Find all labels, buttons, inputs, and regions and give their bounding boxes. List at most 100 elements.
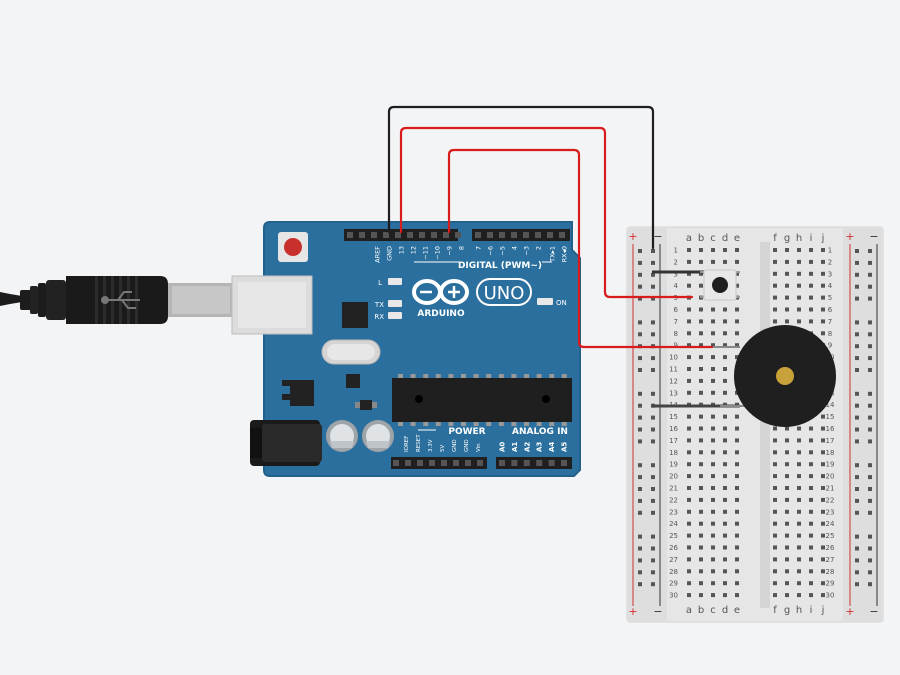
led-l [388,278,402,285]
breadboard-hole [687,331,691,336]
digital-pin-label: ~10 [434,246,442,260]
breadboard-hole [809,295,813,300]
breadboard-hole [809,259,813,264]
rail-hole [638,558,642,563]
breadboard-hole [809,509,813,514]
rail-hole [651,332,655,337]
breadboard-hole [809,581,813,586]
header-pin [547,232,553,238]
breadboard-hole [699,319,703,324]
breadboard-hole [687,378,691,383]
breadboard-hole [723,414,727,419]
model-label: UNO [484,283,525,304]
breadboard-column-label: a [686,605,692,616]
breadboard-row-label: 1 [674,247,678,255]
breadboard-hole [711,390,715,395]
rail-hole [868,332,872,337]
breadboard-hole [797,319,801,324]
rail-hole [855,510,859,515]
digital-pin-label: GND [386,246,394,261]
breadboard-hole [699,271,703,276]
breadboard-hole [821,271,825,276]
header-pin [407,232,413,238]
breadboard-column-label: c [710,233,716,244]
breadboard-hole [699,521,703,526]
breadboard-hole [785,319,789,324]
breadboard-hole [723,462,727,467]
digital-pin-label: 7 [475,246,483,250]
breadboard-hole [687,283,691,288]
breadboard-hole [735,557,739,562]
breadboard-hole [723,343,727,348]
breadboard-hole [773,581,777,586]
breadboard-hole [785,474,789,479]
rail-hole [855,403,859,408]
breadboard-hole [785,450,789,455]
rail-hole [638,534,642,539]
breadboard-hole [723,307,727,312]
header-pin [371,232,377,238]
rail-hole [868,368,872,372]
breadboard-hole [773,533,777,538]
breadboard-row-label: 21 [826,485,835,493]
breadboard-hole [699,438,703,443]
breadboard-hole [735,319,739,324]
led-label-rx: RX [374,313,384,321]
capacitor [362,420,394,452]
breadboard-hole [773,438,777,443]
breadboard-hole [809,462,813,467]
breadboard-hole [687,509,691,514]
breadboard-hole [723,581,727,586]
breadboard-hole [735,283,739,288]
rail-hole [638,510,642,515]
breadboard-hole [735,414,739,419]
rail-minus-top-right: − [869,230,878,243]
rail-hole [638,570,642,575]
breadboard-hole [711,545,715,550]
brand-label: ARDUINO [417,309,465,319]
breadboard-hole [735,593,739,598]
breadboard-hole [687,319,691,324]
digital-pin-label: TX▸1 [549,246,557,263]
breadboard-hole [699,343,703,348]
power-pin-label: Vin [476,443,482,452]
rail-hole [855,534,859,539]
breadboard-hole [711,509,715,514]
breadboard-hole [687,426,691,431]
breadboard-hole [785,486,789,490]
breadboard-hole [699,331,703,336]
digital-pin-label: 13 [398,246,406,254]
breadboard-row-label: 24 [826,520,835,528]
breadboard-hole [711,557,715,562]
rail-hole [855,272,859,277]
breadboard-hole [711,248,715,252]
breadboard-hole [699,462,703,467]
breadboard-hole [821,414,825,419]
breadboard-hole [821,462,825,467]
breadboard-hole [821,426,825,431]
breadboard-hole [687,462,691,467]
breadboard-hole [711,497,715,502]
breadboard-hole [723,557,727,562]
rail-hole [855,284,859,289]
breadboard-hole [723,331,727,336]
breadboard-hole [773,295,777,300]
breadboard-hole [687,533,691,538]
breadboard-hole [809,593,813,598]
breadboard-hole [723,474,727,479]
breadboard-column-label: j [821,233,825,244]
breadboard-hole [797,295,801,300]
breadboard-row-label: 9 [828,342,832,350]
rail-hole [868,534,872,539]
header-pin [536,460,543,466]
breadboard-hole [723,521,727,526]
digital-header-right [472,229,570,241]
header-pin [511,460,518,466]
breadboard-hole [797,248,801,252]
rail-hole [638,332,642,337]
breadboard-row-label: 21 [669,485,678,493]
wire-gnd-black [387,105,655,250]
breadboard-hole [773,450,777,455]
breadboard-hole [821,438,825,443]
